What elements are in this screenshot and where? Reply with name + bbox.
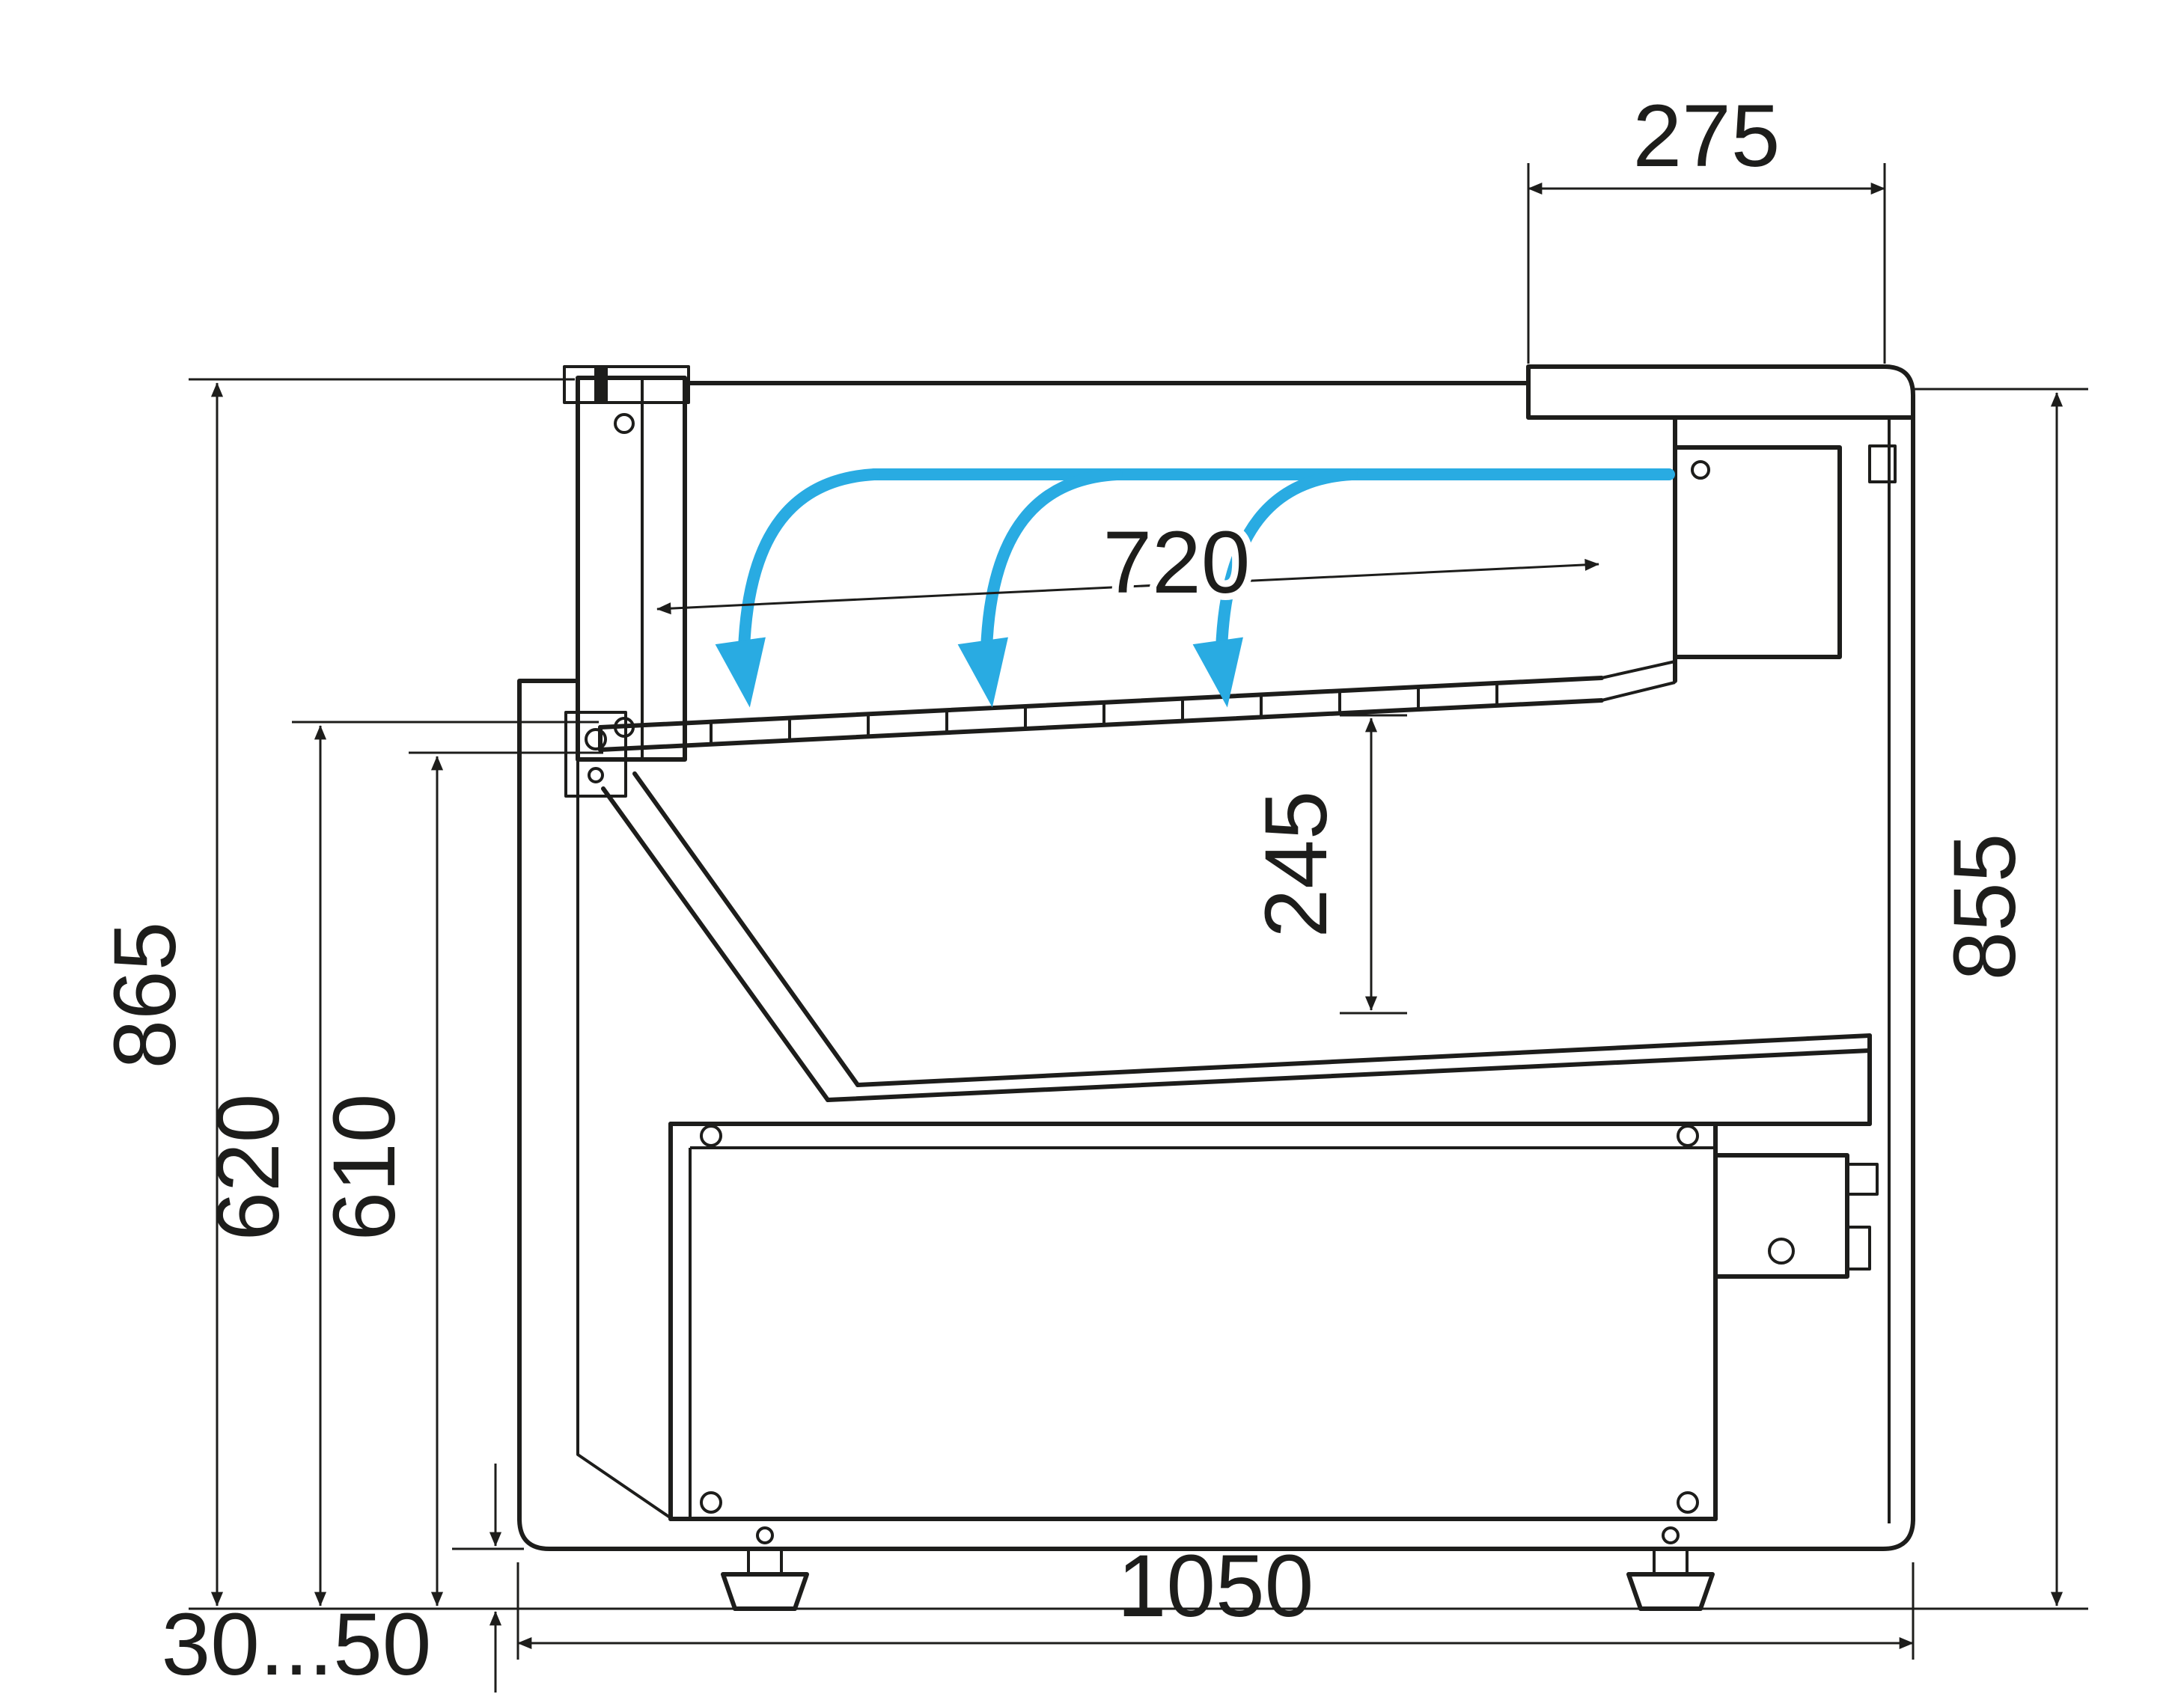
well-bottom-inner: [855, 1033, 1872, 1087]
foot-bolt: [756, 1526, 774, 1544]
dim-well-inner-height: 245: [1247, 714, 1407, 1015]
deck-rail-ticks: [710, 683, 1498, 744]
dimension-label: 865: [96, 922, 195, 1069]
dim-tabletop-depth: 275: [1527, 87, 1886, 364]
deck-rear-join-top: [1601, 660, 1676, 679]
dimension-label: 1050: [1117, 1537, 1314, 1636]
deck-rear-join-bottom: [1601, 681, 1676, 702]
rear-panel: [563, 365, 690, 762]
dimension-label: 275: [1633, 87, 1781, 186]
refrigerated-well: [601, 771, 1872, 1126]
lower-inner-wall: [576, 760, 674, 1520]
dimension-label: 720: [1103, 513, 1251, 612]
base-cabinet: [668, 1122, 1872, 1521]
adjustable-foot-right: [1626, 1526, 1715, 1611]
dimension-label: 620: [199, 1094, 298, 1241]
dim-overall-depth: 1050: [516, 1537, 1915, 1660]
rear-panel-screw-top: [614, 413, 635, 434]
well-front-inner: [632, 771, 860, 1087]
countertop-board: [1526, 364, 1915, 420]
compressor-unit: [1713, 1153, 1879, 1279]
compressor-box: [1713, 1153, 1849, 1279]
deck-bottom-surface: [598, 698, 1604, 752]
rear-panel-cap: [563, 365, 690, 404]
airflow-arrowhead-3: [1192, 637, 1243, 708]
counter-cross-section: [517, 364, 1915, 1611]
rear-panel-body: [576, 376, 687, 762]
deck-hinge-screw-1: [585, 728, 607, 750]
deck-hinge-bracket: [564, 711, 627, 798]
base-screw-bottom-left: [700, 1491, 722, 1514]
airflow-arc-1: [738, 468, 880, 655]
deck-top-surface: [598, 676, 1604, 730]
dimension-label: 855: [1936, 834, 2034, 981]
base-screw-top-right: [1677, 1125, 1699, 1147]
foot-pad: [1626, 1572, 1715, 1611]
display-deck: [564, 660, 1676, 798]
well-bottom-outer: [826, 1048, 1872, 1102]
compressor-tab-lower: [1846, 1226, 1871, 1271]
adjustable-foot-left: [721, 1526, 809, 1611]
right-wall-fitting: [1868, 444, 1897, 483]
compressor-tab-upper: [1846, 1163, 1879, 1196]
base-screw-bottom-right: [1677, 1491, 1699, 1514]
airflow-arrowhead-1: [715, 637, 766, 708]
dimension-label: 245: [1247, 791, 1346, 938]
dim-overall-height-left: 865: [96, 378, 575, 1606]
compressor-port: [1768, 1238, 1795, 1265]
grille-screw: [1691, 460, 1710, 480]
rear-panel-clip: [594, 368, 608, 401]
dim-display-deck-depth: 720: [656, 507, 1599, 619]
foot-pad: [721, 1572, 809, 1611]
cabinet-outline: [517, 415, 1915, 1551]
air-duct-grille: [1673, 415, 1897, 683]
dimension-line: [656, 558, 1599, 615]
well-front-outer: [601, 786, 830, 1102]
base-screw-top-left: [700, 1125, 722, 1147]
dim-deck-height: 610: [315, 751, 603, 1606]
dim-leg-adjustment: 30...50: [162, 1464, 524, 1694]
foot-bolt: [1662, 1526, 1680, 1544]
deck-hinge-screw-2: [588, 767, 604, 783]
airflow-arc-2: [980, 468, 1123, 655]
dimension-label: 30...50: [162, 1595, 432, 1694]
airflow-arrowhead-2: [957, 637, 1008, 708]
dim-overall-height-right: 855: [1915, 388, 2088, 1606]
grille-box: [1673, 445, 1842, 659]
dimension-label: 610: [315, 1094, 414, 1241]
dim-counter-height: 620: [199, 721, 599, 1606]
